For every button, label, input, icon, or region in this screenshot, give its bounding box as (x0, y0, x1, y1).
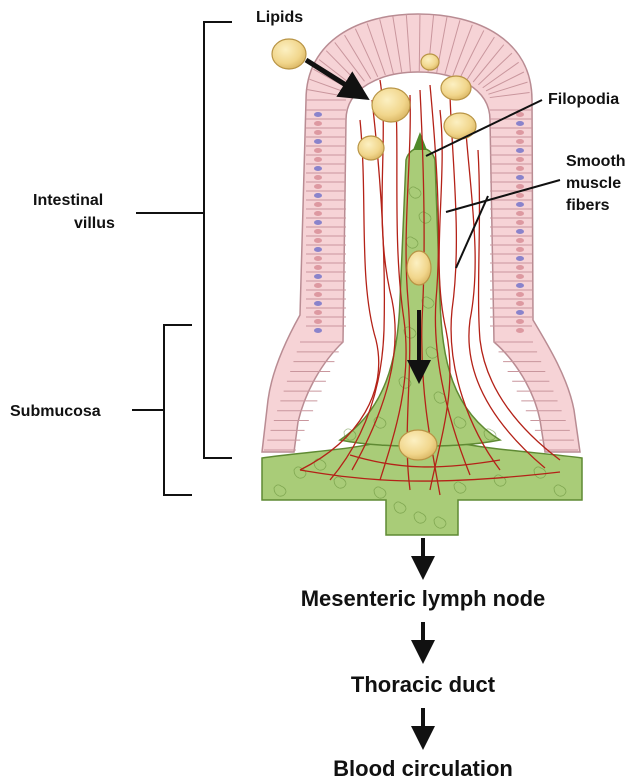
cell-nucleus (314, 112, 322, 117)
cell-border (419, 14, 420, 72)
cell-nucleus (314, 292, 322, 297)
filopodia-tip (413, 132, 427, 150)
cell-nucleus (516, 139, 524, 144)
cell-nucleus (516, 238, 524, 243)
cell-nucleus (516, 211, 524, 216)
cell-nucleus (314, 121, 322, 126)
cell-nucleus (314, 265, 322, 270)
cell-nucleus (314, 220, 322, 225)
label-smooth-muscle-line1: Smooth (566, 153, 626, 170)
cell-nucleus (516, 274, 524, 279)
cell-nucleus (314, 184, 322, 189)
cell-nucleus (314, 319, 322, 324)
lipid-droplet (358, 136, 384, 160)
cell-nucleus (314, 301, 322, 306)
cell-nucleus (516, 166, 524, 171)
cell-nucleus (314, 175, 322, 180)
cell-nucleus (516, 202, 524, 207)
cell-nucleus (314, 157, 322, 162)
cell-nucleus (516, 256, 524, 261)
cell-nucleus (314, 211, 322, 216)
lipid-droplet (421, 54, 439, 70)
cell-nucleus (516, 193, 524, 198)
cell-nucleus (516, 328, 524, 333)
cell-nucleus (516, 157, 524, 162)
intestinal-villus-bracket (204, 22, 232, 458)
lipid-droplet (399, 430, 437, 460)
cell-nucleus (314, 229, 322, 234)
cell-nucleus (314, 202, 322, 207)
lipid-droplet (407, 251, 431, 285)
cell-nucleus (516, 220, 524, 225)
cell-nucleus (516, 283, 524, 288)
cell-nucleus (516, 301, 524, 306)
cell-nucleus (516, 229, 524, 234)
label-filopodia: Filopodia (548, 91, 619, 108)
cell-nucleus (314, 139, 322, 144)
flow-step-thoracic-duct: Thoracic duct (351, 672, 496, 697)
cell-nucleus (314, 328, 322, 333)
cell-nucleus (314, 310, 322, 315)
cell-nucleus (516, 292, 524, 297)
cell-nucleus (314, 130, 322, 135)
cell-nucleus (314, 274, 322, 279)
cell-nucleus (314, 283, 322, 288)
label-intestinal-villus-line1: Intestinal (33, 192, 103, 209)
lipid-droplet (441, 76, 471, 100)
label-intestinal-villus-line2: villus (74, 215, 115, 232)
cell-nucleus (314, 193, 322, 198)
cell-nucleus (516, 148, 524, 153)
submucosa-bracket (164, 325, 192, 495)
label-lipids: Lipids (256, 9, 303, 26)
cell-nucleus (516, 247, 524, 252)
cell-nucleus (516, 130, 524, 135)
cell-nucleus (516, 310, 524, 315)
cell-nucleus (314, 256, 322, 261)
lipid-droplet (272, 39, 306, 69)
cell-nucleus (314, 166, 322, 171)
cell-nucleus (516, 121, 524, 126)
flow-step-blood-circulation: Blood circulation (333, 756, 513, 781)
cell-nucleus (516, 175, 524, 180)
cell-nucleus (516, 184, 524, 189)
cell-nucleus (516, 319, 524, 324)
label-smooth-muscle-line2: muscle (566, 175, 621, 192)
cell-nucleus (314, 247, 322, 252)
lipid-droplet (372, 88, 410, 122)
cell-nucleus (314, 148, 322, 153)
label-submucosa: Submucosa (10, 403, 101, 420)
flow-step-mesenteric-lymph-node: Mesenteric lymph node (301, 586, 546, 611)
cell-nucleus (314, 238, 322, 243)
label-smooth-muscle-line3: fibers (566, 197, 610, 214)
cell-nucleus (516, 265, 524, 270)
